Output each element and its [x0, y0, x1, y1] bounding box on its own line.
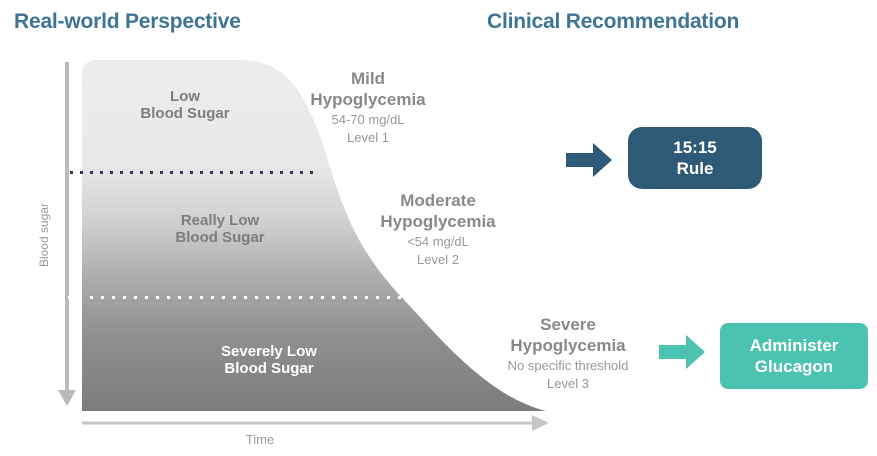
right-arrow-icon — [566, 143, 612, 177]
annotation-moderate-hypoglycemia: Moderate Hypoglycemia <54 mg/dL Level 2 — [358, 190, 518, 268]
annotation-mild-hypoglycemia: Mild Hypoglycemia 54-70 mg/dL Level 1 — [288, 68, 448, 146]
annotation-threshold: 54-70 mg/dL — [331, 112, 405, 127]
annotation-threshold: <54 mg/dL — [407, 234, 469, 249]
button-label: 15:15 Rule — [673, 138, 717, 178]
zone-label-low: Low Blood Sugar — [105, 88, 265, 122]
annotation-level: Level 3 — [547, 376, 589, 391]
right-arrow-icon — [659, 335, 705, 369]
zone-label-line: Low — [170, 88, 200, 105]
annotation-title-line: Hypoglycemia — [380, 212, 496, 231]
annotation-title-line: Mild — [351, 69, 385, 88]
button-label: Administer Glucagon — [749, 336, 839, 376]
annotation-title-line: Severe — [540, 315, 596, 334]
fifteen-fifteen-rule-button[interactable]: 15:15 Rule — [628, 127, 762, 189]
x-axis — [82, 415, 549, 431]
annotation-severe-hypoglycemia: Severe Hypoglycemia No specific threshol… — [478, 314, 658, 392]
threshold-line-level1 — [70, 171, 320, 174]
x-axis-label: Time — [245, 432, 275, 447]
annotation-title-line: Hypoglycemia — [310, 90, 426, 109]
zone-label-line: Blood Sugar — [175, 229, 265, 246]
zone-label-line: Really Low — [180, 212, 260, 229]
blood-sugar-decline-area — [82, 60, 546, 411]
y-axis — [58, 62, 76, 406]
annotation-threshold: No specific threshold — [507, 358, 629, 373]
administer-glucagon-button[interactable]: Administer Glucagon — [720, 323, 868, 389]
annotation-title-line: Hypoglycemia — [510, 336, 626, 355]
threshold-line-level2 — [68, 296, 406, 299]
y-axis-label: Blood sugar — [37, 202, 51, 268]
zone-label-really-low: Really Low Blood Sugar — [140, 212, 300, 246]
zone-label-line: Blood Sugar — [224, 360, 314, 377]
zone-label-severely-low: Severely Low Blood Sugar — [184, 343, 354, 377]
section-title-clinical: Clinical Recommendation — [487, 10, 740, 33]
annotation-level: Level 1 — [347, 130, 389, 145]
annotation-title-line: Moderate — [400, 191, 476, 210]
zone-label-line: Severely Low — [221, 343, 317, 360]
zone-label-line: Blood Sugar — [140, 105, 230, 122]
section-title-real-world: Real-world Perspective — [14, 10, 241, 33]
annotation-level: Level 2 — [417, 252, 459, 267]
